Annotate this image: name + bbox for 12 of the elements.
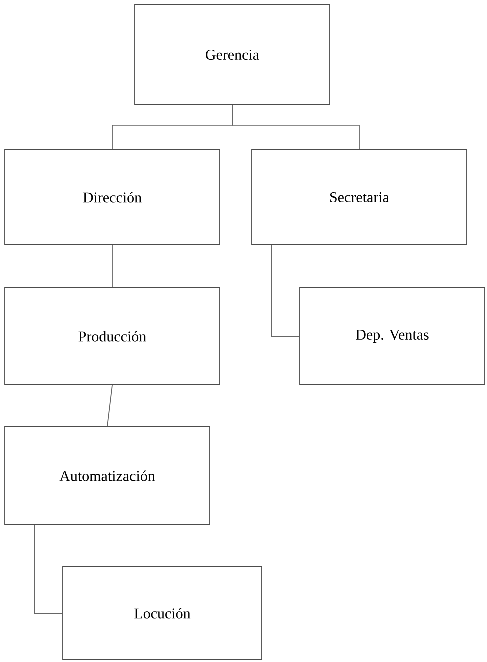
connector-line: [232, 105, 360, 150]
org-box: Dep. Ventas: [300, 288, 486, 386]
org-box: Producción: [4, 288, 220, 386]
org-box: Secretaria: [252, 150, 468, 246]
connector-line: [107, 385, 113, 427]
org-box: Automatización: [4, 426, 210, 526]
org-box: Dirección: [4, 150, 220, 246]
connector-line: [271, 245, 300, 337]
org-box: Gerencia: [134, 4, 330, 106]
connector-line: [112, 245, 113, 288]
connector-line: [34, 525, 63, 614]
org-box: Locución: [62, 566, 262, 660]
